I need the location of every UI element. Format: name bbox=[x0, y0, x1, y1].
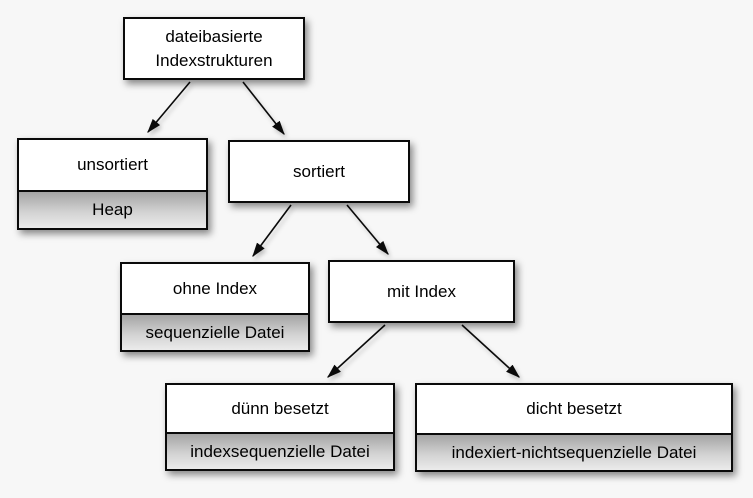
node-title: dateibasierte Indexstrukturen bbox=[125, 19, 303, 78]
node-sortiert: sortiert bbox=[228, 140, 410, 203]
node-title: ohne Index bbox=[122, 264, 308, 313]
node-subtitle: sequenzielle Datei bbox=[122, 313, 308, 350]
edge-sortiert-to-ohne-index-arrow bbox=[252, 204, 292, 258]
node-subtitle: indexiert-nichtsequenzielle Datei bbox=[417, 433, 731, 470]
node-title: sortiert bbox=[230, 142, 408, 201]
node-unsortiert: unsortiert Heap bbox=[17, 138, 208, 230]
node-title: mit Index bbox=[330, 262, 513, 321]
node-dicht-besetzt: dicht besetzt indexiert-nichtsequenziell… bbox=[415, 383, 733, 472]
node-mit-index: mit Index bbox=[328, 260, 515, 323]
node-title: dicht besetzt bbox=[417, 385, 731, 433]
edge-root-to-unsortiert-arrow bbox=[147, 81, 191, 133]
edge-mit-index-to-duenn-besetzt-arrow bbox=[327, 324, 386, 378]
node-subtitle: indexsequenzielle Datei bbox=[167, 432, 393, 469]
edge-root-to-sortiert-arrow bbox=[242, 81, 285, 136]
node-duenn-besetzt: dünn besetzt indexsequenzielle Datei bbox=[165, 383, 395, 471]
edge-mit-index-to-dicht-besetzt-arrow bbox=[461, 324, 520, 378]
node-ohne-index: ohne Index sequenzielle Datei bbox=[120, 262, 310, 352]
edge-sortiert-to-mit-index-arrow bbox=[346, 204, 389, 255]
node-subtitle: Heap bbox=[19, 190, 206, 228]
node-dateibasierte-indexstrukturen: dateibasierte Indexstrukturen bbox=[123, 17, 305, 80]
node-title: dünn besetzt bbox=[167, 385, 393, 432]
node-title: unsortiert bbox=[19, 140, 206, 190]
